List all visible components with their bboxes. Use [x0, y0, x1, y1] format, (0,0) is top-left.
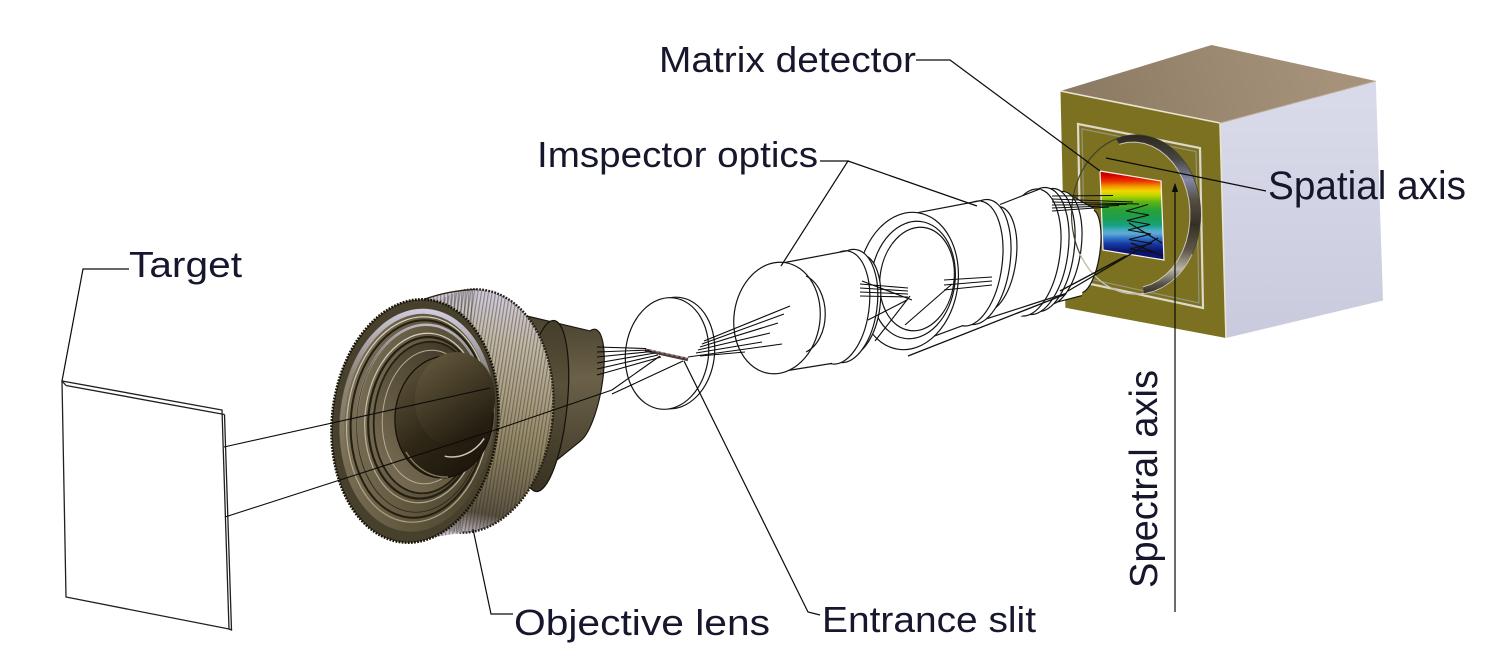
- svg-text:Spatial axis: Spatial axis: [1268, 164, 1466, 208]
- svg-text:Matrix detector: Matrix detector: [659, 39, 916, 80]
- svg-text:Objective lens: Objective lens: [514, 602, 770, 643]
- svg-text:Spectral axis: Spectral axis: [1123, 370, 1166, 588]
- svg-text:Imspector optics: Imspector optics: [537, 134, 818, 175]
- svg-text:Target: Target: [129, 244, 242, 285]
- svg-text:Entrance slit: Entrance slit: [822, 599, 1036, 640]
